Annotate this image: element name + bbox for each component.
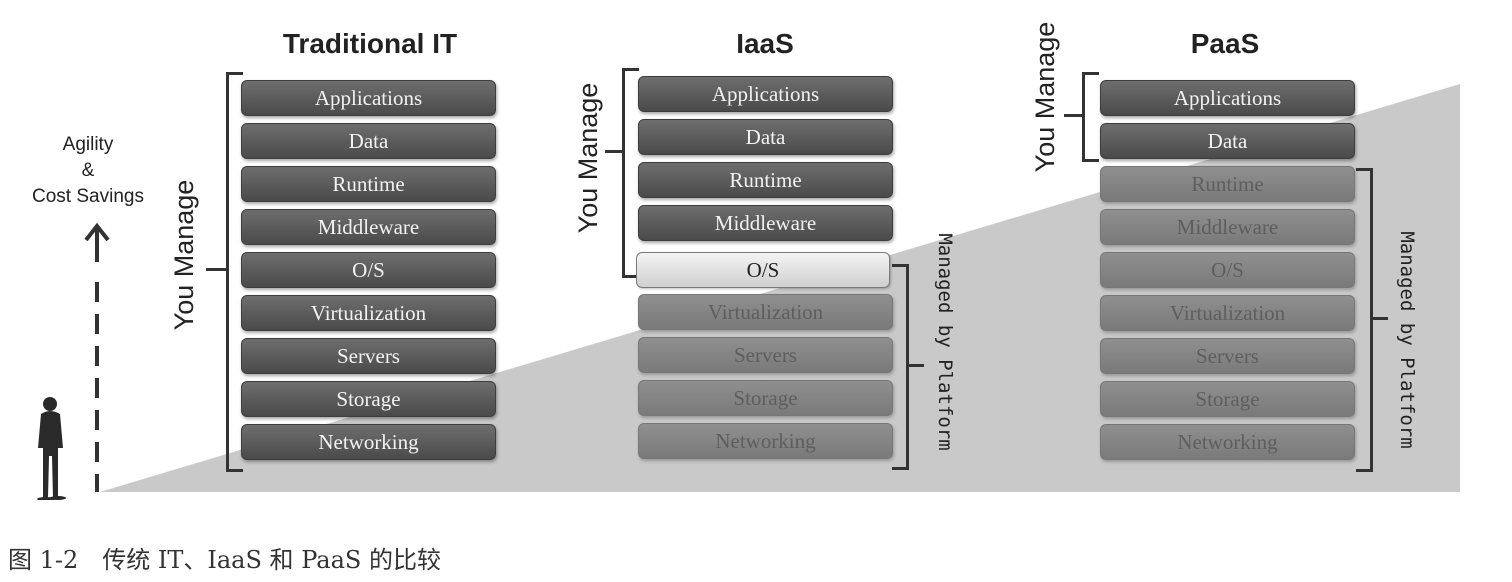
traditional-it-title: Traditional IT — [282, 28, 458, 59]
iaas-layer-virtualization: Virtualization — [638, 294, 893, 330]
iaas-managed-brace — [892, 264, 909, 470]
iaas-brace-tick — [605, 150, 622, 153]
iaas-you-manage-brace — [622, 68, 639, 278]
paas-layer-data: Data — [1100, 123, 1355, 159]
diagram-figure: Agility & Cost Savings Traditional IT Yo… — [8, 21, 1460, 500]
traditional-layer-data: Data — [241, 123, 496, 159]
traditional-brace-tick — [206, 268, 226, 271]
paas-you-manage-brace — [1082, 72, 1099, 162]
paas-layer-runtime: Runtime — [1100, 166, 1355, 202]
traditional-layer-os: O/S — [241, 252, 496, 288]
iaas-managed-brace-tick — [906, 364, 924, 367]
traditional-layer-applications: Applications — [241, 80, 496, 116]
iaas-layer-data: Data — [638, 119, 893, 155]
traditional-you-manage-brace — [226, 72, 243, 472]
figure-caption: 图 1-2 传统 IT、IaaS 和 PaaS 的比较 — [8, 546, 441, 574]
traditional-layer-runtime: Runtime — [241, 166, 496, 202]
iaas-layer-runtime: Runtime — [638, 162, 893, 198]
traditional-you-manage-label: You Manage — [169, 179, 199, 331]
agility-line-3: Cost Savings — [32, 186, 144, 207]
traditional-layer-middleware: Middleware — [241, 209, 496, 245]
agility-line-2: & — [81, 160, 95, 181]
up-arrow-icon — [84, 222, 110, 492]
paas-layer-os: O/S — [1100, 252, 1355, 288]
iaas-layer-servers: Servers — [638, 337, 893, 373]
iaas-managed-by-platform-label: Managed by Platform — [934, 233, 956, 451]
paas-layer-virtualization: Virtualization — [1100, 295, 1355, 331]
iaas-layer-storage: Storage — [638, 380, 893, 416]
iaas-you-manage-label: You Manage — [573, 82, 603, 234]
traditional-layer-storage: Storage — [241, 381, 496, 417]
iaas-title: IaaS — [736, 28, 794, 59]
paas-layer-networking: Networking — [1100, 424, 1355, 460]
paas-layer-middleware: Middleware — [1100, 209, 1355, 245]
iaas-layer-networking: Networking — [638, 423, 893, 459]
person-icon — [37, 397, 66, 500]
paas-managed-brace — [1356, 168, 1373, 472]
paas-layer-storage: Storage — [1100, 381, 1355, 417]
paas-layer-applications: Applications — [1100, 80, 1355, 116]
paas-managed-by-platform-label: Managed by Platform — [1396, 231, 1418, 449]
paas-you-manage-label: You Manage — [1030, 21, 1060, 173]
paas-managed-brace-tick — [1370, 317, 1388, 320]
agility-line-1: Agility — [62, 134, 114, 155]
traditional-layer-networking: Networking — [241, 424, 496, 460]
paas-layer-servers: Servers — [1100, 338, 1355, 374]
iaas-layer-middleware: Middleware — [638, 205, 893, 241]
paas-title: PaaS — [1190, 28, 1260, 59]
iaas-layer-applications: Applications — [638, 76, 893, 112]
agility-cost-savings-label: Agility & Cost Savings — [8, 132, 168, 210]
paas-brace-tick — [1064, 114, 1082, 117]
traditional-layer-virtualization: Virtualization — [241, 295, 496, 331]
iaas-layer-os: O/S — [636, 252, 890, 288]
traditional-layer-servers: Servers — [241, 338, 496, 374]
